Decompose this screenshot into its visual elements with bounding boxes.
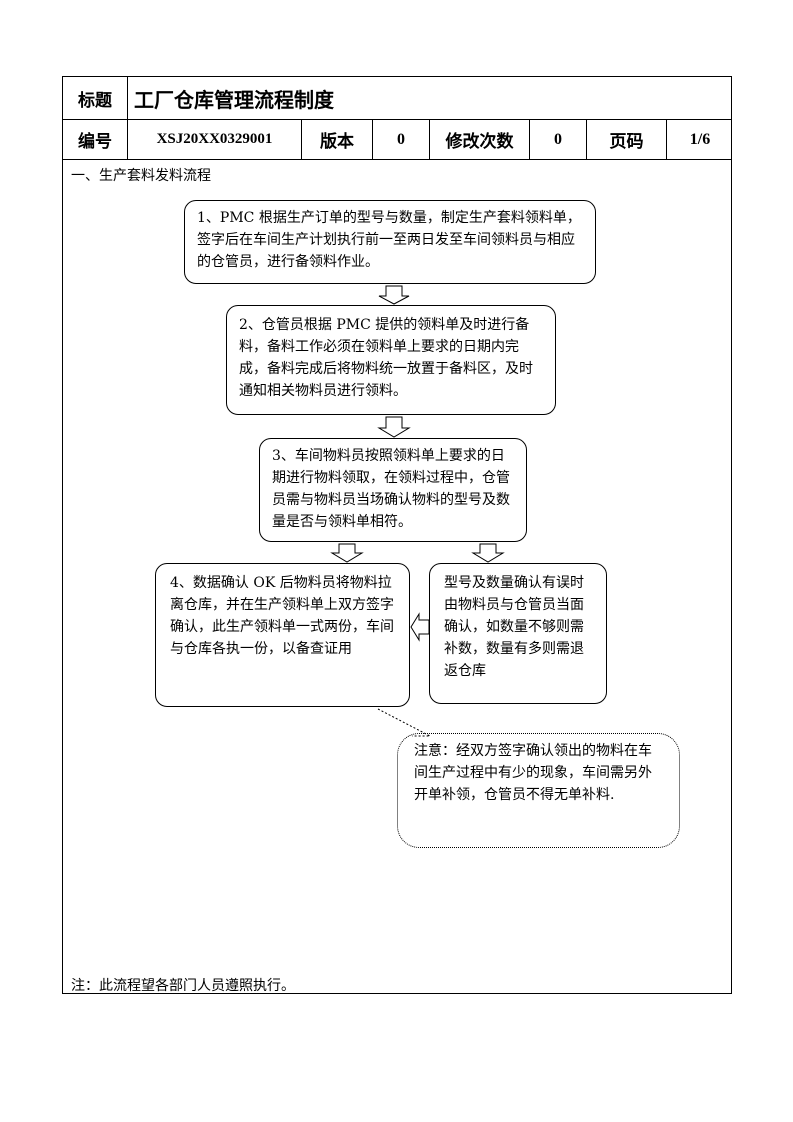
- revision-label: 修改次数: [430, 120, 530, 159]
- section-title: 一、生产套料发料流程: [71, 168, 211, 184]
- code-label: 编号: [63, 120, 128, 159]
- title-label: 标题: [63, 77, 128, 119]
- header-row-meta: 编号 XSJ20XX0329001 版本 0 修改次数 0 页码 1/6: [63, 120, 731, 160]
- callout-note: 注意：经双方签字确认领出的物料在车间生产过程中有少的现象，车间需另外开单补领，仓…: [397, 733, 680, 848]
- flow-step-4: 4、数据确认 OK 后物料员将物料拉离仓库，并在生产领料单上双方签字确认，此生产…: [155, 563, 410, 707]
- version-label: 版本: [302, 120, 373, 159]
- flow-step-3: 3、车间物料员按照领料单上要求的日期进行物料领取，在领料过程中，仓管员需与物料员…: [259, 438, 527, 542]
- footer-note: 注：此流程望各部门人员遵照执行。: [71, 978, 295, 994]
- document-frame: 标题 工厂仓库管理流程制度 编号 XSJ20XX0329001 版本 0 修改次…: [62, 76, 732, 994]
- document-title: 工厂仓库管理流程制度: [134, 87, 334, 112]
- document-code: XSJ20XX0329001: [128, 120, 302, 159]
- header-row-title: 标题 工厂仓库管理流程制度: [63, 77, 731, 120]
- version-value: 0: [373, 120, 430, 159]
- flow-step-2: 2、仓管员根据 PMC 提供的领料单及时进行备料，备料工作必须在领料单上要求的日…: [226, 305, 556, 415]
- page-value: 1/6: [689, 130, 711, 148]
- flow-step-1: 1、PMC 根据生产订单的型号与数量，制定生产套料领料单，签字后在车间生产计划执…: [184, 200, 596, 284]
- flow-step-mismatch: 型号及数量确认有误时由物料员与仓管员当面确认，如数量不够则需补数，数量有多则需退…: [429, 563, 607, 704]
- page-label: 页码: [587, 120, 667, 159]
- revision-value: 0: [530, 120, 587, 159]
